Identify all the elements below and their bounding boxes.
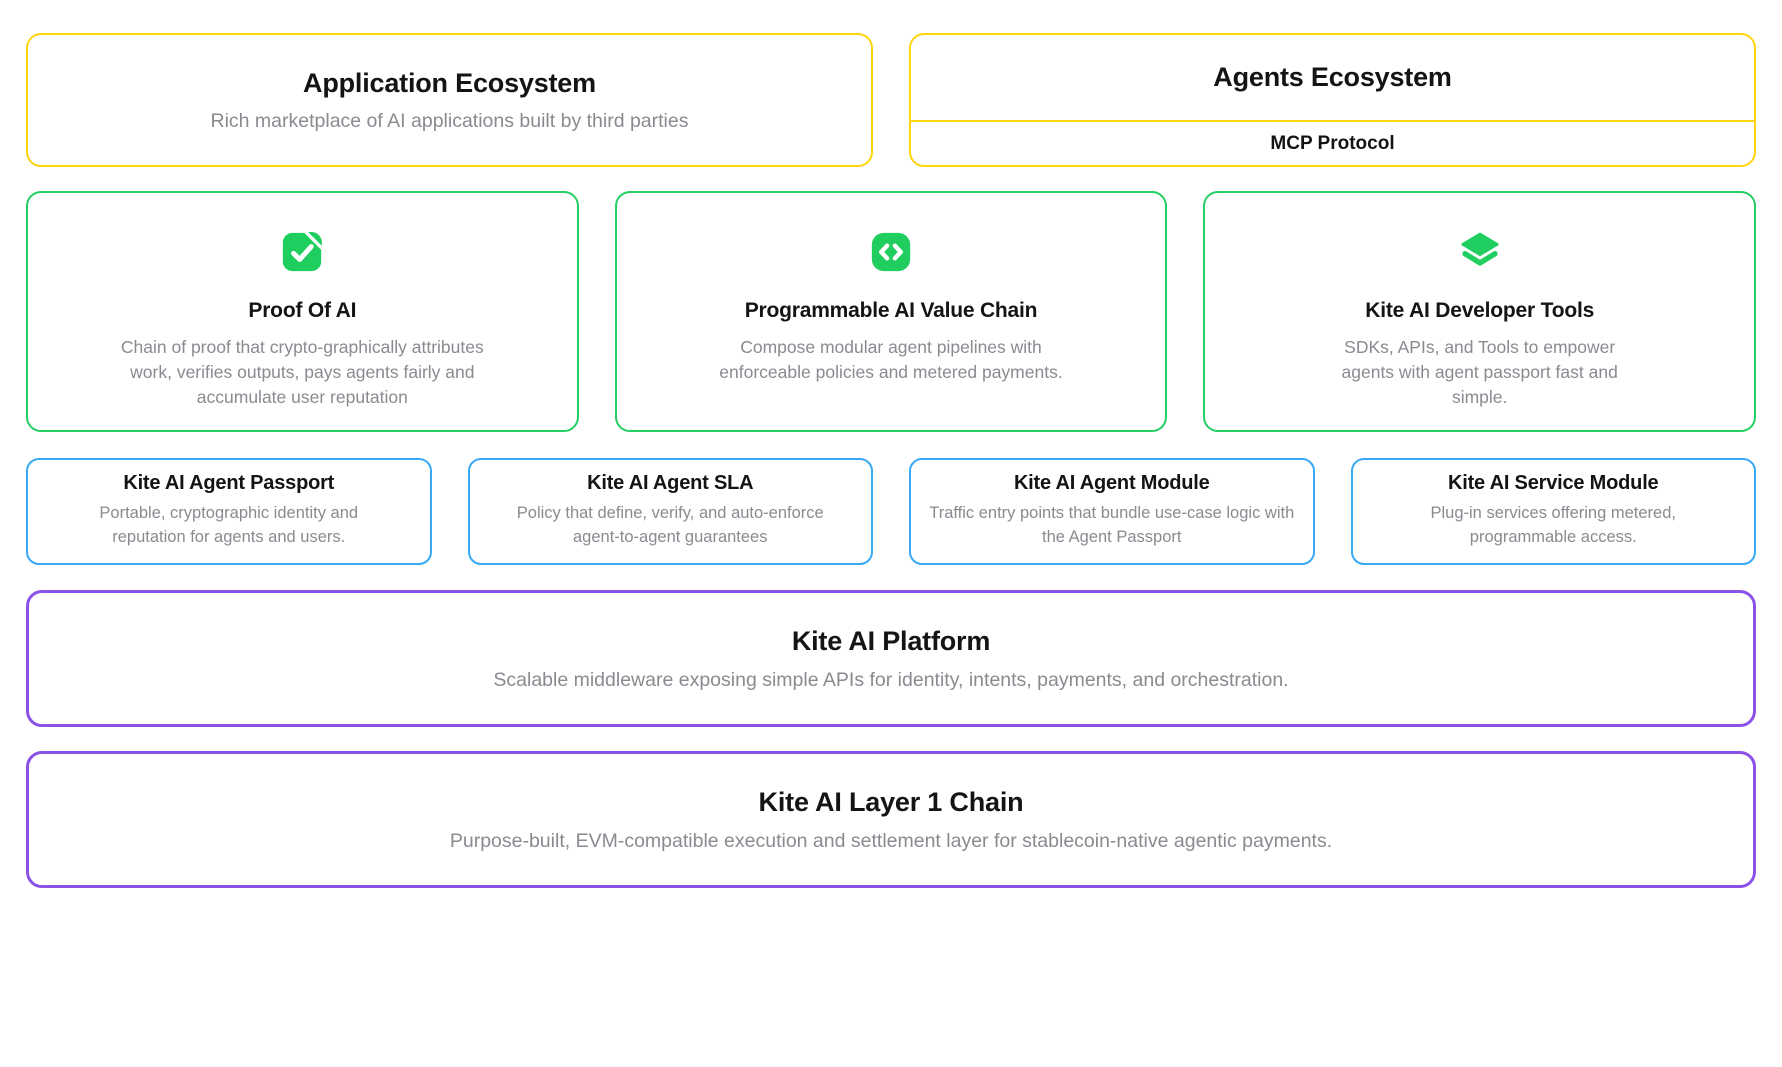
application-ecosystem-title: Application Ecosystem: [303, 67, 596, 98]
kite-platform-band: Kite AI Platform Scalable middleware exp…: [26, 590, 1756, 727]
agents-ecosystem-header: Agents Ecosystem: [911, 35, 1754, 120]
kite-platform-title: Kite AI Platform: [791, 625, 991, 656]
proof-of-ai-title: Proof Of AI: [248, 299, 357, 322]
code-icon: [871, 232, 911, 272]
developer-tools-description: SDKs, APIs, and Tools to empower agents …: [1341, 337, 1618, 408]
module-row: Kite AI Agent Passport Portable, cryptog…: [26, 458, 1756, 565]
programmable-value-chain-card: Programmable AI Value Chain Compose modu…: [614, 191, 1168, 432]
proof-of-ai-card: Proof Of AI Chain of proof that crypto-g…: [26, 191, 579, 432]
agents-ecosystem-title: Agents Ecosystem: [1213, 62, 1452, 92]
ecosystem-row: Application Ecosystem Rich marketplace o…: [26, 33, 1756, 167]
agent-sla-description: Policy that define, verify, and auto-enf…: [516, 504, 824, 546]
agent-sla-card: Kite AI Agent SLA Policy that define, ve…: [467, 458, 873, 565]
developer-tools-title: Kite AI Developer Tools: [1365, 299, 1595, 322]
agent-passport-card: Kite AI Agent Passport Portable, cryptog…: [26, 458, 432, 565]
agent-passport-description: Portable, cryptographic identity and rep…: [99, 504, 359, 546]
proof-of-ai-description: Chain of proof that crypto-graphically a…: [120, 337, 484, 408]
service-module-card: Kite AI Service Module Plug-in services …: [1350, 458, 1756, 565]
kite-layer1-chain-band: Kite AI Layer 1 Chain Purpose-built, EVM…: [26, 751, 1756, 888]
layers-icon: [1461, 232, 1499, 266]
programmable-value-chain-description: Compose modular agent pipelines with enf…: [719, 337, 1063, 383]
agents-ecosystem-card: Agents Ecosystem MCP Protocol: [909, 33, 1756, 167]
service-module-title: Kite AI Service Module: [1448, 472, 1659, 495]
mcp-protocol-label: MCP Protocol: [1270, 132, 1395, 154]
agent-module-title: Kite AI Agent Module: [1013, 472, 1210, 495]
agent-sla-title: Kite AI Agent SLA: [587, 472, 754, 495]
application-ecosystem-subtitle: Rich marketplace of AI applications buil…: [210, 109, 689, 132]
agent-module-description: Traffic entry points that bundle use-cas…: [929, 504, 1295, 546]
service-module-description: Plug-in services offering metered, progr…: [1430, 504, 1676, 546]
kite-layer1-chain-subtitle: Purpose-built, EVM-compatible execution …: [449, 829, 1333, 852]
developer-tools-card: Kite AI Developer Tools SDKs, APIs, and …: [1203, 191, 1757, 432]
programmable-value-chain-title: Programmable AI Value Chain: [744, 299, 1038, 322]
feature-row: Proof Of AI Chain of proof that crypto-g…: [26, 191, 1757, 432]
application-ecosystem-card: Application Ecosystem Rich marketplace o…: [26, 33, 873, 167]
mcp-protocol-section: MCP Protocol: [911, 120, 1754, 165]
agent-passport-title: Kite AI Agent Passport: [123, 472, 335, 495]
kite-layer1-chain-title: Kite AI Layer 1 Chain: [758, 786, 1024, 817]
kite-platform-subtitle: Scalable middleware exposing simple APIs…: [493, 668, 1289, 691]
agent-module-card: Kite AI Agent Module Traffic entry point…: [909, 458, 1315, 565]
file-check-icon: [283, 232, 323, 272]
